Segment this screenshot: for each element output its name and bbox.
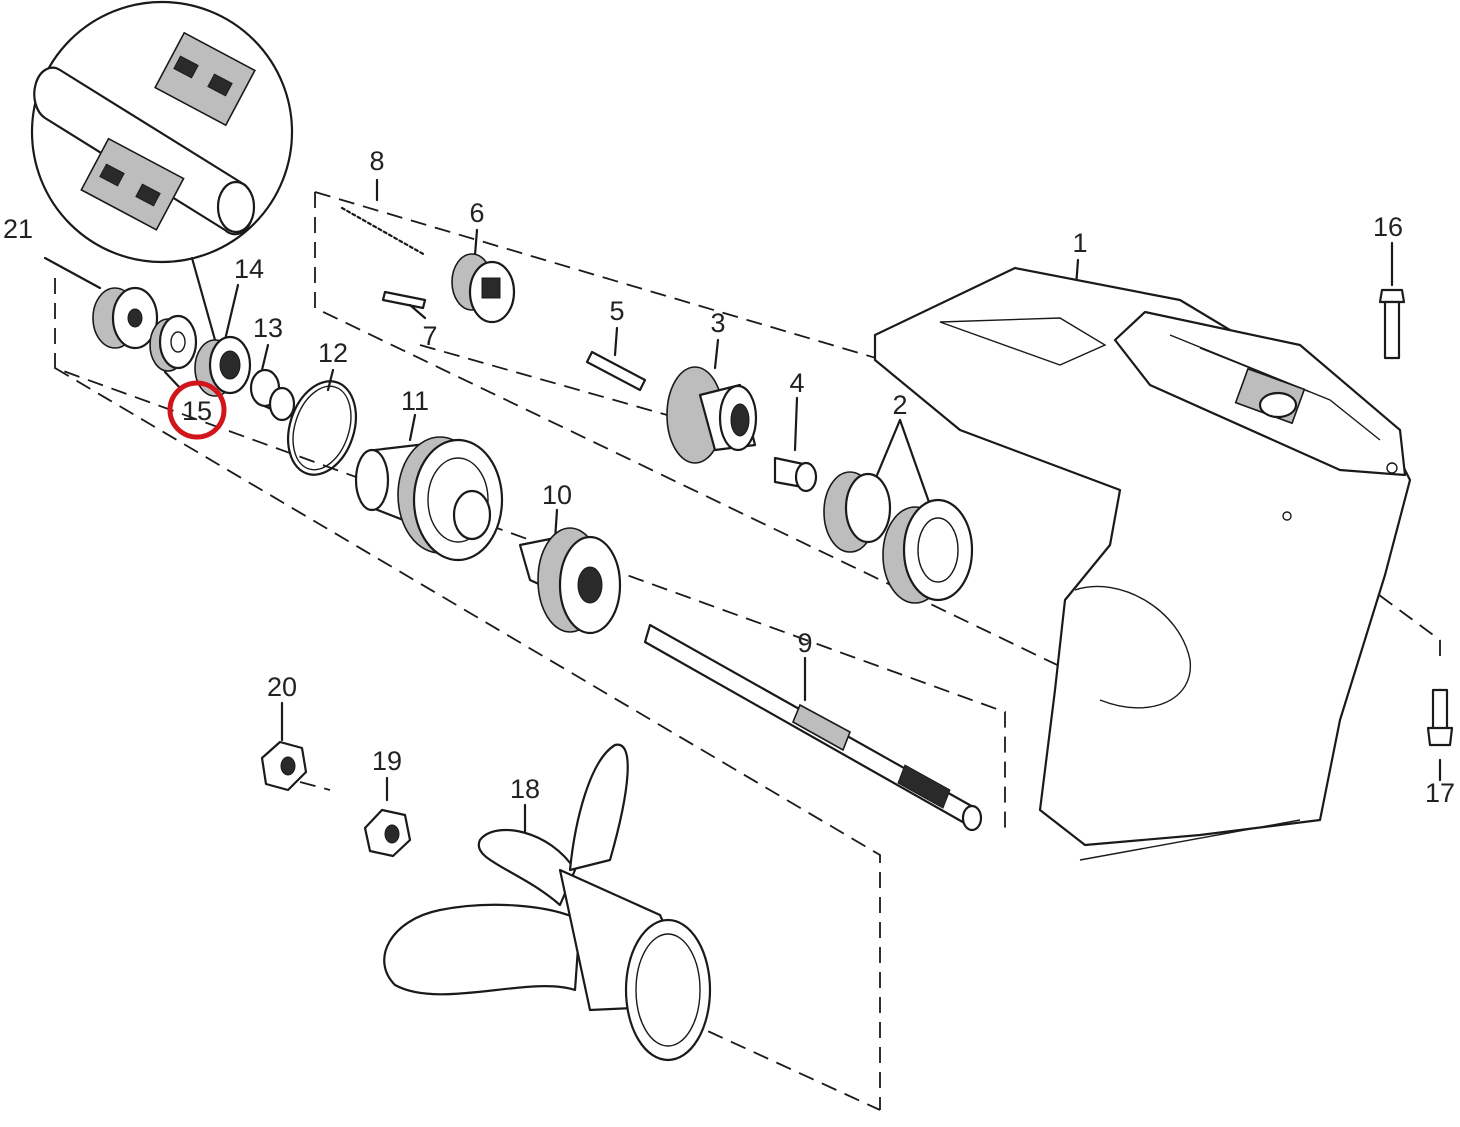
part-11-bearing-carrier [354, 413, 504, 562]
label-2: 2 [892, 390, 907, 420]
part-labels: 1 2 3 4 5 6 7 8 9 10 11 12 13 14 15 16 1… [3, 146, 1455, 808]
label-18: 18 [510, 774, 540, 804]
highlight-circle-15 [167, 380, 227, 440]
part-7-pin [381, 290, 427, 320]
label-7: 7 [422, 321, 437, 351]
label-20: 20 [267, 672, 297, 702]
label-6: 6 [469, 198, 484, 228]
label-3: 3 [710, 308, 725, 338]
detail-inset-circle [30, 0, 294, 342]
part-4-bushing [773, 396, 818, 493]
part-12-o-ring [287, 368, 357, 476]
part-5-pin [585, 326, 647, 392]
label-8: 8 [369, 146, 384, 176]
part-10-gear [518, 508, 622, 635]
part-2-bearing-race [823, 418, 974, 604]
label-16: 16 [1373, 212, 1403, 242]
part-17-screw [1426, 688, 1454, 782]
label-19: 19 [372, 746, 402, 776]
label-21: 21 [3, 214, 33, 244]
part-15-washer [149, 314, 198, 390]
part-6-clutch [451, 228, 516, 324]
part-13-bushing [249, 343, 296, 422]
label-4: 4 [789, 368, 804, 398]
label-13: 13 [253, 313, 283, 343]
part-19-locknut [363, 776, 412, 858]
label-15: 15 [182, 396, 212, 426]
label-5: 5 [609, 296, 624, 326]
label-12: 12 [318, 338, 348, 368]
label-9: 9 [797, 628, 812, 658]
part-1-gear-housing [873, 258, 1412, 861]
part-18-propeller [383, 743, 712, 1062]
label-14: 14 [234, 254, 264, 284]
part-20-nut [260, 701, 308, 792]
part-8-spring [340, 178, 427, 257]
part-14-bearing [194, 283, 252, 397]
part-9-prop-shaft [643, 623, 983, 832]
label-17: 17 [1425, 778, 1455, 808]
part-21-seal [43, 256, 159, 350]
label-11: 11 [401, 386, 429, 416]
part-16-bolt [1378, 241, 1406, 360]
label-10: 10 [542, 480, 572, 510]
label-1: 1 [1072, 228, 1087, 258]
part-3-gear [666, 338, 758, 464]
